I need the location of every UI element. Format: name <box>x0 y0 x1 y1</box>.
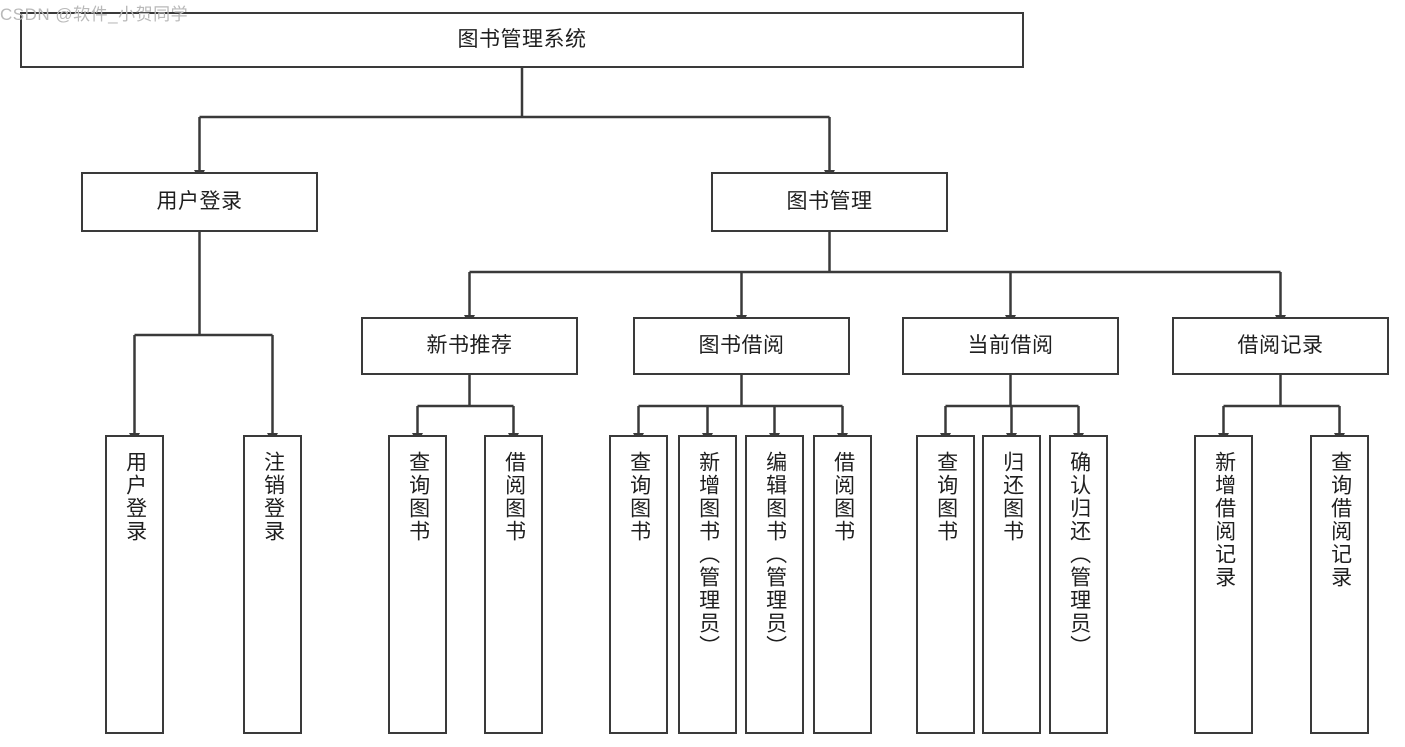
node-label: 查询借阅记录 <box>1328 451 1352 589</box>
node-bookmgmt[interactable]: 图书管理 <box>711 172 948 232</box>
node-records[interactable]: 借阅记录 <box>1172 317 1389 375</box>
node-label: 查询图书 <box>627 451 651 543</box>
node-root[interactable]: 图书管理系统 <box>20 12 1024 68</box>
node-label: 借阅图书 <box>502 451 526 543</box>
node-label: 确认归还（管理员） <box>1067 451 1091 658</box>
node-leaf-1[interactable]: 用户登录 <box>105 435 164 734</box>
node-label: 查询图书 <box>934 451 958 543</box>
node-label: 图书管理 <box>786 189 873 213</box>
node-label: 编辑图书（管理员） <box>763 451 787 658</box>
node-leaf-3[interactable]: 查询图书 <box>388 435 447 734</box>
node-label: 用户登录 <box>156 189 243 213</box>
node-label: 归还图书 <box>1000 451 1024 543</box>
node-label: 新书推荐 <box>426 333 513 357</box>
node-leaf-4[interactable]: 借阅图书 <box>484 435 543 734</box>
node-label: 图书管理系统 <box>457 27 587 51</box>
node-leaf-13[interactable]: 查询借阅记录 <box>1310 435 1369 734</box>
node-label: 图书借阅 <box>698 333 785 357</box>
node-leaf-2[interactable]: 注销登录 <box>243 435 302 734</box>
csdn-watermark: CSDN @软件_小贺同学 <box>0 5 189 24</box>
node-leaf-12[interactable]: 新增借阅记录 <box>1194 435 1253 734</box>
node-current[interactable]: 当前借阅 <box>902 317 1119 375</box>
node-leaf-7[interactable]: 编辑图书（管理员） <box>745 435 804 734</box>
node-label: 查询图书 <box>406 451 430 543</box>
node-leaf-10[interactable]: 归还图书 <box>982 435 1041 734</box>
node-leaf-11[interactable]: 确认归还（管理员） <box>1049 435 1108 734</box>
node-leaf-6[interactable]: 新增图书（管理员） <box>678 435 737 734</box>
node-label: 新增借阅记录 <box>1212 451 1236 589</box>
node-leaf-9[interactable]: 查询图书 <box>916 435 975 734</box>
node-label: 当前借阅 <box>967 333 1054 357</box>
node-leaf-8[interactable]: 借阅图书 <box>813 435 872 734</box>
node-leaf-5[interactable]: 查询图书 <box>609 435 668 734</box>
node-label: 借阅图书 <box>831 451 855 543</box>
node-label: 借阅记录 <box>1237 333 1324 357</box>
node-label: 新增图书（管理员） <box>696 451 720 658</box>
node-borrow[interactable]: 图书借阅 <box>633 317 850 375</box>
node-login[interactable]: 用户登录 <box>81 172 318 232</box>
node-newbook[interactable]: 新书推荐 <box>361 317 578 375</box>
node-label: 用户登录 <box>123 451 147 543</box>
tree-connectors <box>129 68 1345 443</box>
node-label: 注销登录 <box>261 451 285 543</box>
